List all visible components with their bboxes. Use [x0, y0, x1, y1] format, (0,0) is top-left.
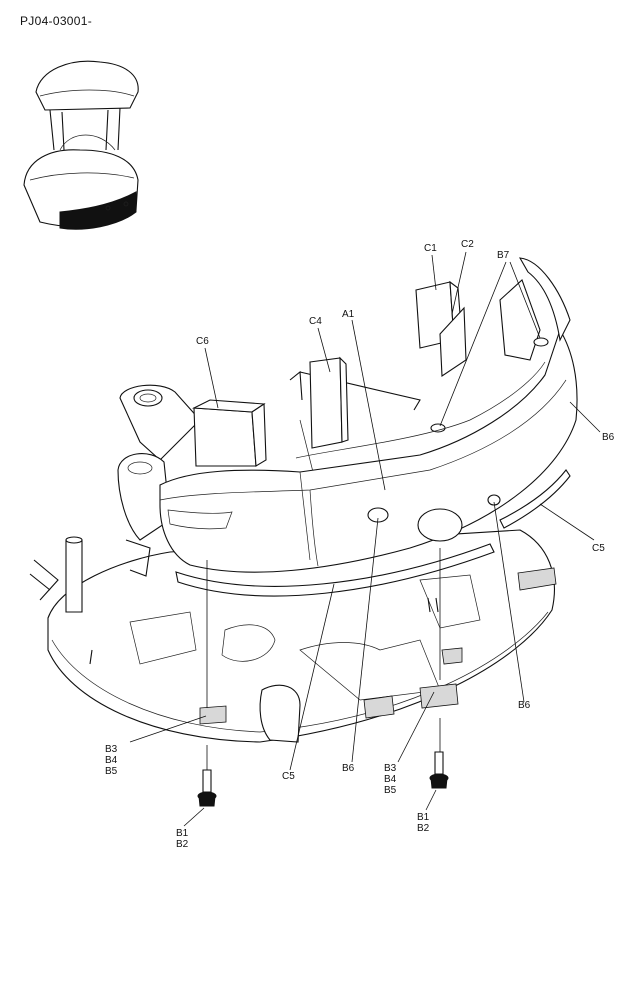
- callout-b6-right: B6: [602, 432, 615, 443]
- bolt-left: [197, 769, 217, 807]
- machine-overview-thumbnail: [23, 60, 139, 230]
- callout-b1-b2-right: B1 B2: [417, 812, 430, 834]
- callout-b3-b4-b5-right: B3 B4 B5: [384, 763, 397, 796]
- callout-b3-b4-b5-left: B3 B4 B5: [105, 744, 118, 777]
- callout-c2: C2: [461, 239, 474, 250]
- counterweight-a1: [159, 257, 578, 573]
- upper-frame: [117, 370, 421, 541]
- callout-b6-bottom: B6: [342, 763, 355, 774]
- callout-b7: B7: [497, 250, 510, 261]
- callout-b1-b2-left: B1 B2: [176, 828, 189, 850]
- base-frame: [29, 529, 557, 743]
- callout-c5-bottom: C5: [282, 771, 295, 782]
- callout-b6-lower-right: B6: [518, 700, 531, 711]
- leader-lines: [129, 251, 601, 827]
- callout-c1: C1: [424, 243, 437, 254]
- callout-a1: A1: [342, 309, 355, 320]
- weight-c4: [309, 356, 349, 449]
- side-weights-c1-c2: [415, 280, 467, 377]
- weight-c6: [191, 399, 267, 467]
- callout-c6: C6: [196, 336, 209, 347]
- lower-weight-plate: [175, 469, 571, 597]
- callout-c4: C4: [309, 316, 322, 327]
- bolt-right: [429, 751, 449, 789]
- page-code: PJ04-03001-: [20, 14, 93, 28]
- callout-c5-right: C5: [592, 543, 605, 554]
